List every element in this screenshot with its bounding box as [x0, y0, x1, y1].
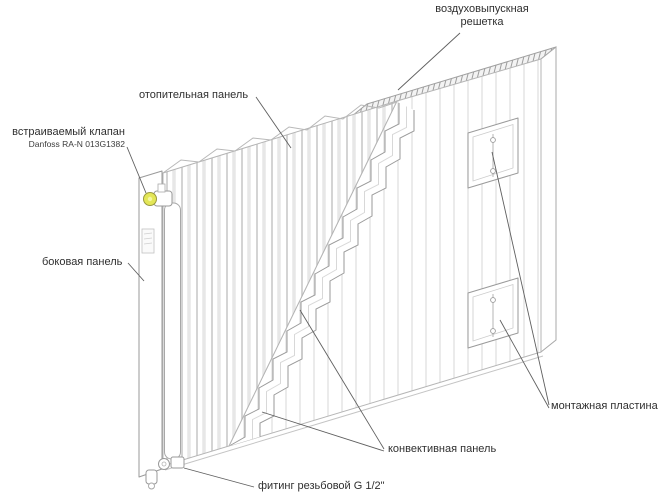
label-valve-line2: Danfoss RA-N 013G1382	[28, 139, 125, 149]
label-valve: встраиваемый клапан Danfoss RA-N 013G138…	[6, 126, 125, 150]
callout-air-grille	[397, 32, 461, 91]
fin-edge-middle	[238, 106, 407, 449]
side-panel	[138, 170, 163, 478]
thermostat-valve	[143, 183, 173, 207]
callout-side-panel	[127, 262, 145, 282]
label-heating-panel: отопительная панель	[139, 89, 249, 101]
label-mounting-plate: монтажная пластина	[551, 400, 658, 412]
threaded-fitting	[170, 456, 185, 469]
mounting-plate-upper	[467, 117, 519, 189]
callout-mounting-upper	[491, 151, 550, 406]
radiator-right-edge	[540, 45, 557, 354]
heating-panel	[162, 100, 398, 467]
callout-mounting-lower	[499, 319, 550, 409]
label-air-grille: воздуховыпускная решетка	[407, 3, 557, 29]
label-air-grille-line1: воздуховыпускная	[435, 3, 529, 15]
bottom-fitting	[145, 456, 185, 490]
side-panel-sticker	[141, 228, 155, 254]
riser-tube	[164, 202, 181, 460]
label-side-panel: боковая панель	[42, 256, 123, 268]
label-convective-panel: конвективная панель	[388, 443, 497, 455]
callout-valve	[126, 146, 147, 194]
corrugation-top-profile	[162, 101, 398, 174]
label-air-grille-line2: решетка	[460, 16, 504, 28]
callout-lines	[126, 32, 550, 488]
label-fitting: фитинг резьбовой G 1/2"	[258, 480, 385, 492]
callout-heating-panel	[255, 96, 292, 149]
callout-fitting	[183, 467, 255, 488]
fin-edge-back	[245, 110, 415, 453]
fin-edge-front	[230, 103, 400, 446]
bottom-edge	[164, 355, 544, 471]
callout-convective-1	[299, 309, 385, 450]
label-valve-line1: встраиваемый клапан	[12, 126, 125, 138]
convector-fins	[230, 103, 415, 453]
callout-convective-2	[261, 411, 385, 452]
